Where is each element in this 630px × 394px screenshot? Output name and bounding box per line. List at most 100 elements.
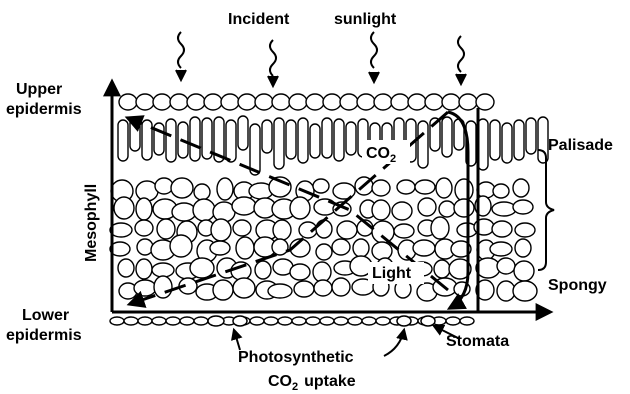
palisade-cell: [526, 118, 536, 154]
spongy-cell: [171, 178, 193, 198]
spongy-cell: [436, 178, 452, 198]
spongy-cell: [313, 262, 331, 282]
sunlight-label: sunlight: [334, 11, 397, 28]
palisade-cell: [490, 120, 500, 160]
lower-epidermis-cell: [460, 317, 474, 325]
lower-epidermis-cells: [110, 317, 474, 325]
spongy-cell: [454, 199, 474, 217]
upper-epidermis-cell: [425, 94, 443, 110]
upper-epidermis-cell: [289, 94, 307, 110]
lower-epidermis-cell: [124, 317, 138, 325]
palisade-cell: [286, 120, 296, 159]
lower-epidermis-cell: [348, 317, 362, 325]
spongy-cell: [513, 200, 533, 214]
lower-epidermis-cell: [138, 317, 152, 325]
spongy-cell: [290, 197, 310, 219]
spongy-cell: [372, 180, 390, 196]
spongy-cell: [134, 280, 156, 296]
upper-epidermis-cell: [408, 94, 426, 110]
spongy-cell: [337, 221, 357, 239]
spongy-cell: [255, 261, 271, 279]
lower-epidermis-cell: [194, 317, 208, 325]
sunlight-rays: [176, 32, 466, 86]
upper-epidermis-label-line1: Upper: [16, 81, 62, 98]
upper-epidermis-label-line2: epidermis: [6, 101, 82, 118]
spongy-cell: [118, 259, 134, 277]
lower-epidermis-cell: [264, 317, 278, 325]
upper-epidermis-cell: [153, 94, 171, 110]
spongy-cell: [114, 197, 134, 219]
upper-epidermis-cell: [306, 94, 324, 110]
upper-epidermis-cell: [187, 94, 205, 110]
lower-epidermis-cell: [362, 317, 376, 325]
uptake-pointer-right: [384, 330, 404, 356]
upper-epidermis-cell: [170, 94, 188, 110]
palisade-cell: [166, 119, 176, 162]
stoma-left: [208, 316, 224, 326]
upper-epidermis-cell: [136, 94, 154, 110]
upper-epidermis-cell: [119, 94, 137, 110]
lower-epidermis-cell: [306, 317, 320, 325]
spongy-cell: [455, 179, 473, 201]
palisade-cell: [262, 120, 272, 153]
upper-epidermis-cell: [221, 94, 239, 110]
spongy-cell: [332, 278, 350, 296]
lower-epidermis-cell: [320, 317, 334, 325]
mesophyll-label: Mesophyll: [83, 184, 100, 262]
spongy-cell: [193, 199, 215, 221]
spongy-cell: [172, 203, 196, 221]
lower-epidermis-cell: [278, 317, 292, 325]
palisade-cell: [142, 120, 152, 160]
spongy-cell: [233, 278, 255, 298]
upper-epidermis-cell: [323, 94, 341, 110]
spongy-label: Spongy: [548, 277, 607, 294]
lower-epidermis-cell: [152, 317, 166, 325]
spongy-cell: [372, 242, 392, 260]
spongy-cell: [213, 280, 233, 300]
spongy-cell: [313, 179, 329, 193]
spongy-cell: [332, 239, 350, 255]
stoma-right: [421, 316, 435, 326]
upper-epidermis-cell: [459, 94, 477, 110]
spongy-cell: [397, 180, 415, 194]
spongy-cell: [154, 276, 172, 298]
sunlight-ray-2: [270, 40, 276, 76]
lower-epidermis-cell: [334, 317, 348, 325]
spongy-cell: [492, 221, 512, 237]
spongy-cell: [157, 219, 175, 239]
spongy-cell: [194, 184, 210, 200]
palisade-cell: [514, 120, 524, 160]
spongy-cell: [290, 264, 310, 280]
spongy-cell: [418, 198, 436, 216]
spongy-cell: [137, 239, 153, 255]
spongy-cell: [514, 261, 534, 281]
sunlight-ray-1: [178, 32, 184, 68]
uptake-pointer-left: [234, 330, 240, 350]
sunlight-ray-4: [458, 36, 464, 72]
spongy-cell: [268, 284, 292, 298]
upper-epidermis-cell: [238, 94, 256, 110]
spongy-cell: [394, 224, 414, 238]
upper-epidermis-cell: [255, 94, 273, 110]
spongy-cell: [211, 219, 231, 241]
palisade-cell: [274, 118, 284, 169]
spongy-cell: [492, 202, 516, 216]
upper-epidermis-cell: [476, 94, 494, 110]
upper-epidermis-cell: [374, 94, 392, 110]
spongy-cell: [236, 237, 254, 259]
spongy-cell: [136, 198, 152, 220]
stoma-left-2: [233, 316, 247, 326]
palisade-cell: [334, 119, 344, 161]
spongy-cell: [273, 220, 291, 240]
spongy-cell: [152, 263, 174, 277]
palisade-cell: [298, 118, 308, 163]
palisade-cell: [190, 117, 200, 161]
lower-epidermis-label-line2: epidermis: [6, 327, 82, 344]
stomata-label: Stomata: [446, 333, 509, 350]
spongy-cell: [316, 220, 332, 238]
spongy-cell: [497, 258, 515, 274]
lower-epidermis-cell: [376, 317, 390, 325]
palisade-cell: [310, 124, 320, 158]
